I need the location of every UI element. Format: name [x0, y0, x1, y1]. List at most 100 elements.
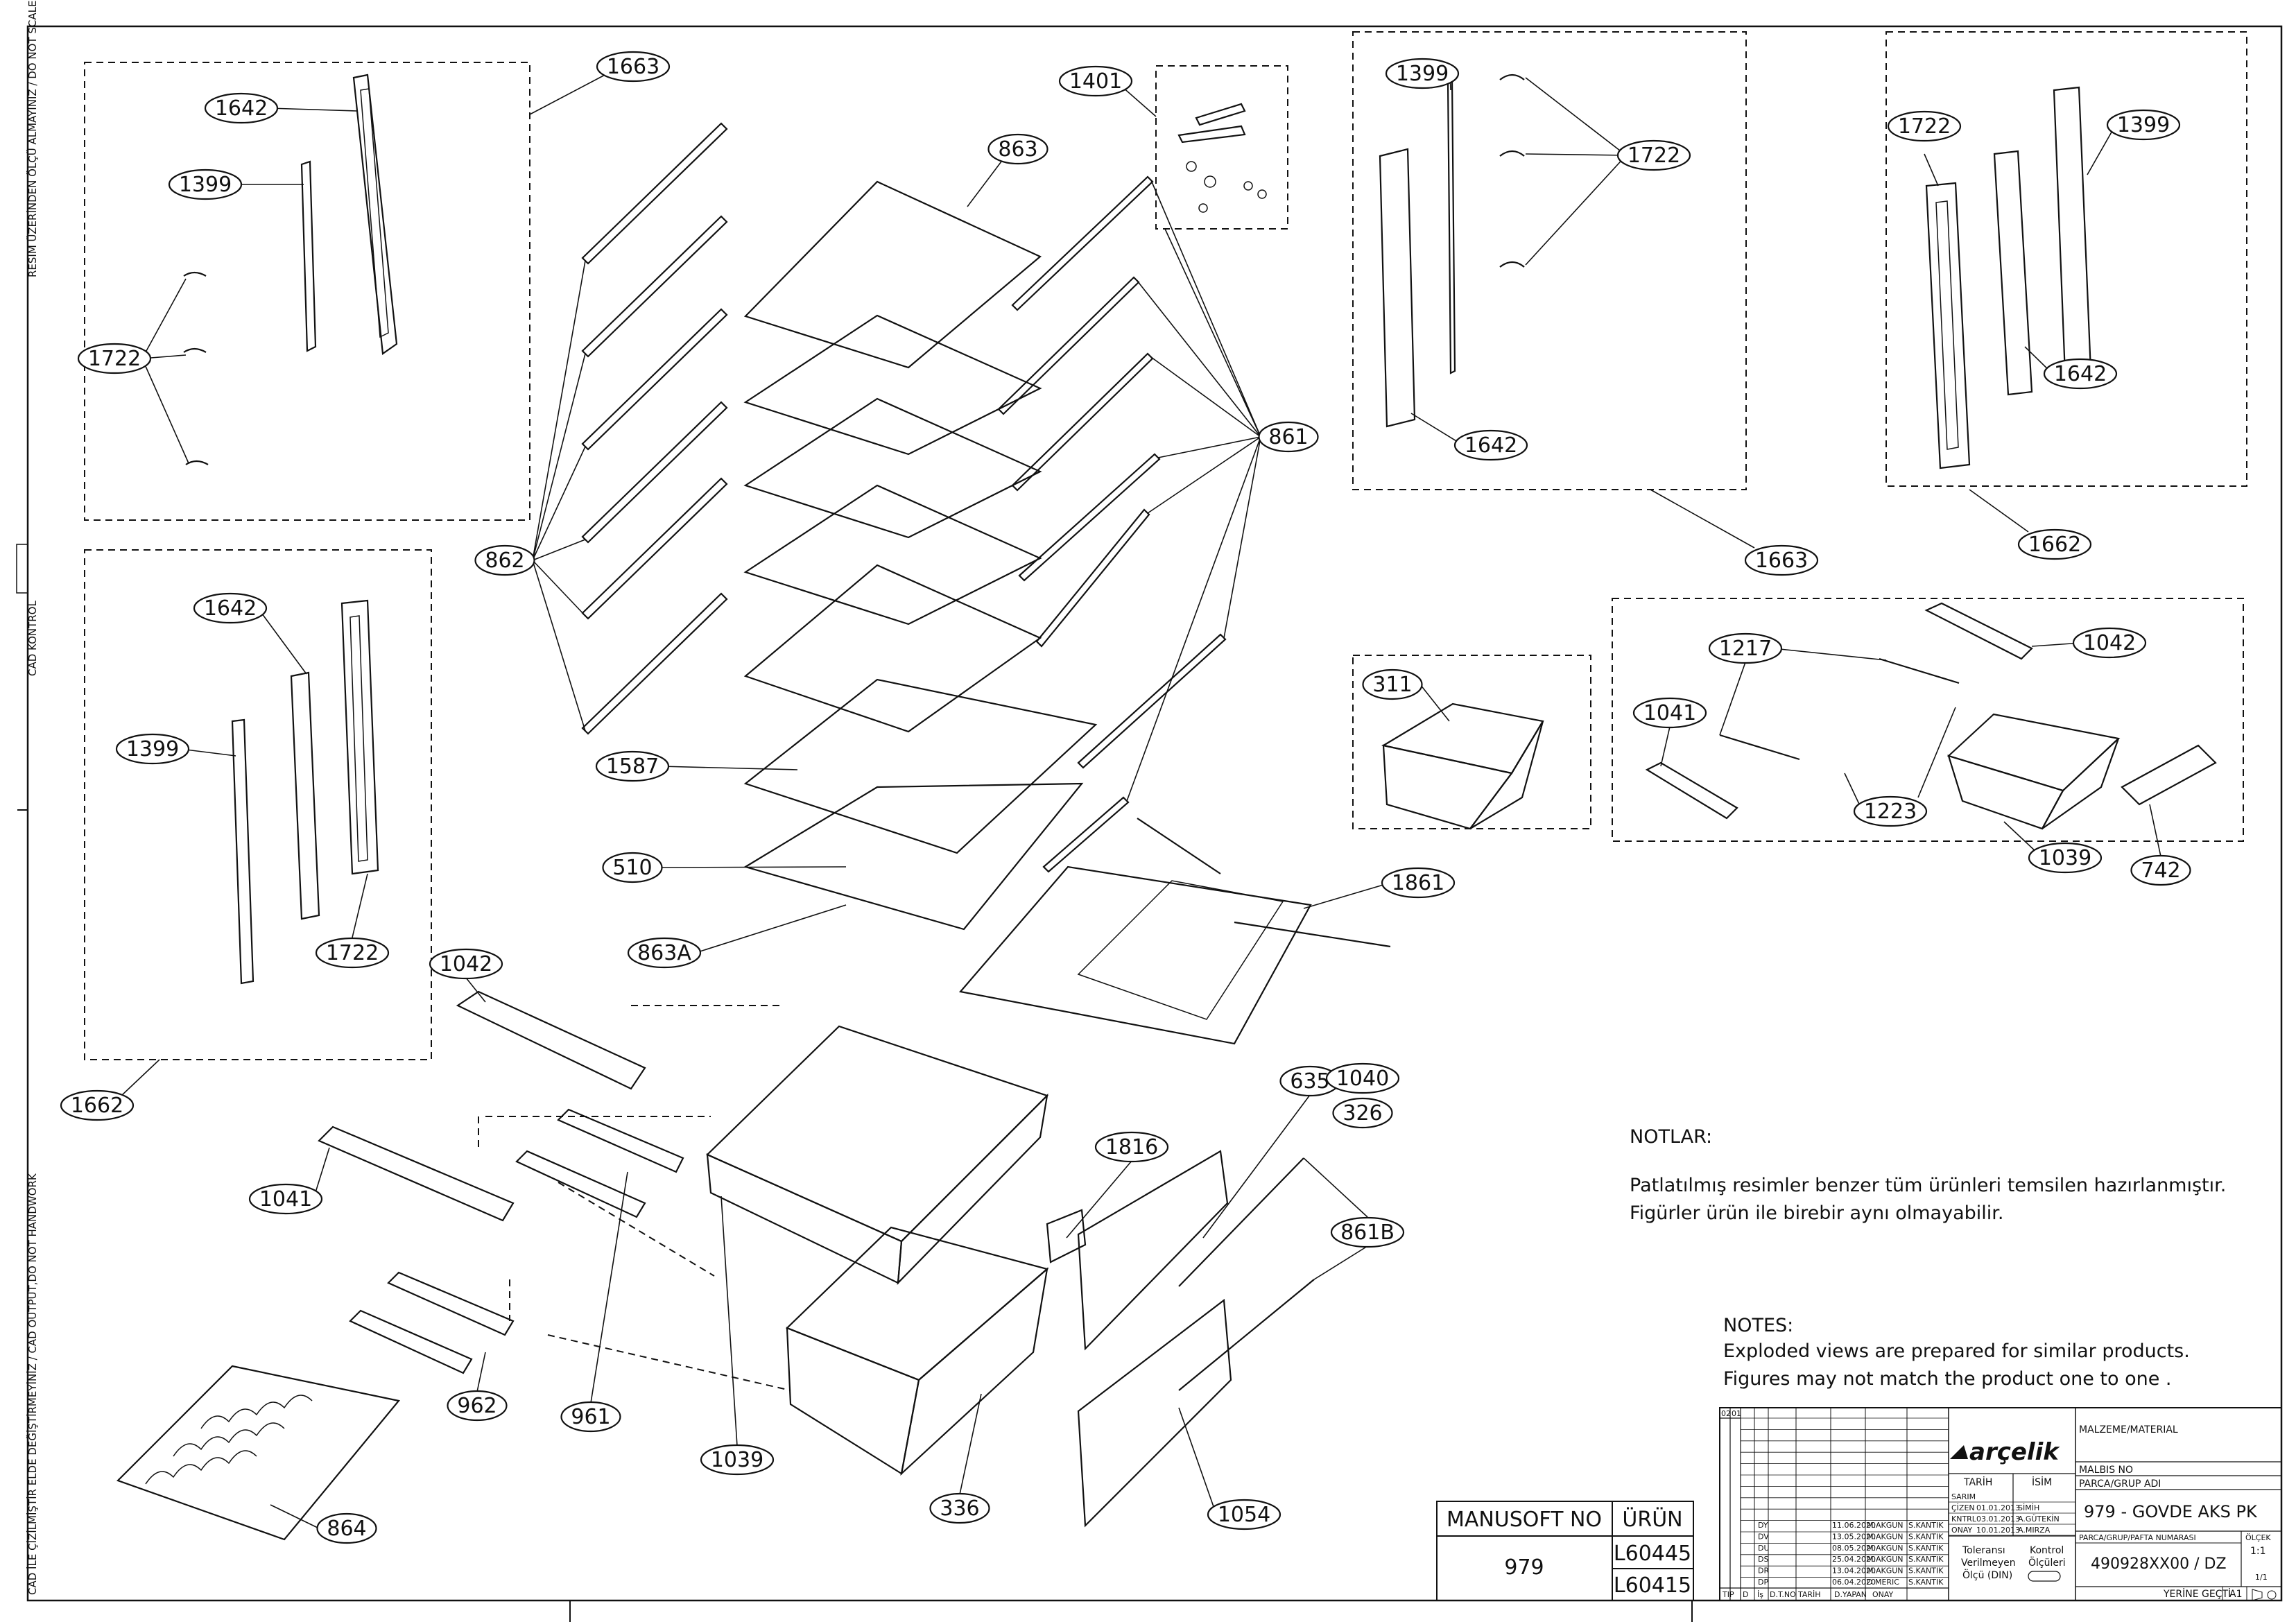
footer-col-label: TARİH	[1797, 1590, 1821, 1599]
callout-bubble	[1381, 867, 1456, 899]
part-number: 490928XX00 / DZ	[2091, 1555, 2227, 1573]
callout-bubble	[1853, 795, 1928, 827]
tolerans-label: Toleransı	[1962, 1545, 2005, 1556]
callout-label: 863A	[637, 941, 691, 965]
manusoft-value: 979	[1504, 1555, 1544, 1580]
callout-bubble	[429, 948, 503, 980]
callout-bubble	[1744, 544, 1819, 576]
part-1042-slide	[1924, 602, 2033, 660]
callout-962: 962	[447, 1390, 508, 1422]
detail-box-1401	[1155, 65, 1288, 230]
rev-date: 11.06.2020	[1832, 1521, 1876, 1530]
rev-author: M.AKGUN	[1867, 1521, 1904, 1530]
callout-bubble	[627, 937, 702, 969]
callout-bubble	[1332, 1097, 1393, 1129]
callout-bubble	[77, 343, 152, 374]
callout-bubble	[929, 1492, 990, 1524]
callout-bubble	[1094, 1131, 1169, 1163]
arcelik-logo-mark	[1950, 1445, 1968, 1459]
callout-bubble	[447, 1390, 508, 1422]
rev-code: DR	[1758, 1567, 1769, 1576]
rev-author: D.MERIC	[1867, 1578, 1899, 1587]
approval-role: ONAY	[1951, 1526, 1973, 1535]
tarih-header: TARİH	[1963, 1476, 1992, 1488]
part-336-crisper-drawer	[786, 1226, 1049, 1476]
part-1399-strip-far-right	[2053, 86, 2092, 376]
rev-checker: S.KANTIK	[1908, 1578, 1944, 1587]
callout-1816: 1816	[1094, 1131, 1169, 1163]
assembly-guides	[478, 1005, 791, 1391]
callout-742: 742	[2130, 854, 2191, 886]
callout-bubble	[168, 169, 243, 200]
callout-336: 336	[929, 1492, 990, 1524]
callout-1223: 1223	[1853, 795, 1928, 827]
callout-1722: 1722	[77, 343, 152, 374]
callout-1041: 1041	[248, 1183, 323, 1215]
callout-label: 961	[571, 1405, 610, 1429]
rev-author: M.AKGUN	[1867, 1555, 1904, 1564]
part-1041-drawer-slide	[318, 1125, 515, 1222]
callout-bubble	[193, 592, 268, 624]
part-742-front	[2121, 744, 2217, 806]
notes-line1-tr: Patlatılmış resimler benzer tüm ürünleri…	[1630, 1175, 2226, 1196]
footer-col-label: D	[1743, 1590, 1748, 1599]
part-1401-hinge-kit	[1177, 103, 1267, 213]
part-1039-crisper-drawer	[706, 1025, 1049, 1285]
callout-510: 510	[602, 852, 663, 883]
arcelik-logo: arçelik	[1969, 1438, 2060, 1466]
footer-col-label: D.T.NO	[1770, 1590, 1796, 1599]
callout-1399: 1399	[115, 733, 190, 765]
callout-label: 1722	[88, 347, 141, 371]
callout-311: 311	[1362, 668, 1423, 700]
part-1041-slide	[1645, 761, 1738, 820]
callout-label: 1642	[215, 96, 268, 121]
callout-label: 1662	[71, 1094, 123, 1118]
approval-role: ÇİZEN	[1951, 1503, 1975, 1512]
parca-grup-adi-label: PARCA/GRUP ADI	[2079, 1478, 2161, 1490]
approval-name: A.MIRZA	[2018, 1526, 2051, 1535]
part-1642-panel-far-right	[1993, 150, 2033, 396]
callout-label: 862	[485, 549, 524, 573]
callout-1663: 1663	[1744, 544, 1819, 576]
callout-1642: 1642	[204, 92, 279, 124]
callout-1861: 1861	[1381, 867, 1456, 899]
callout-1399: 1399	[168, 169, 243, 200]
part-862-rails	[581, 122, 728, 735]
malzeme-label: MALZEME/MATERIAL	[2079, 1424, 2178, 1435]
callout-1041: 1041	[1632, 697, 1707, 729]
callout-1042: 1042	[2072, 627, 2147, 659]
callout-bubble	[1362, 668, 1423, 700]
part-1039-drawer	[1947, 713, 2121, 830]
callout-635: 635	[1279, 1065, 1340, 1097]
rev-code-01: 01	[1732, 1409, 1741, 1418]
manusoft-box: MANUSOFT NO ÜRÜN 979 L60445 L60415	[1436, 1501, 1694, 1601]
rev-code: DY	[1758, 1521, 1768, 1530]
olcek-header: ÖLÇEK	[2245, 1533, 2271, 1542]
malbis-label: MALBIS NO	[2079, 1465, 2133, 1476]
part-1722-frame-left	[340, 599, 379, 875]
part-1861-cover	[958, 818, 1391, 1045]
rev-checker: S.KANTIK	[1908, 1532, 1944, 1541]
approval-date: 03.01.2013	[1976, 1515, 2020, 1524]
part-962-slides	[349, 1271, 515, 1374]
callout-1642: 1642	[1453, 429, 1528, 461]
manusoft-header: MANUSOFT NO	[1447, 1508, 1602, 1532]
part-861B-rails	[1178, 1157, 1315, 1391]
rev-author: M.AKGUN	[1867, 1567, 1904, 1576]
callout-1401: 1401	[1058, 65, 1133, 97]
callout-label: 1399	[1396, 62, 1449, 86]
callout-862: 862	[474, 544, 535, 576]
footer-col-label: TIP	[1722, 1590, 1734, 1599]
detail-box-311	[1352, 655, 1591, 829]
urun-header: ÜRÜN	[1622, 1507, 1682, 1532]
callout-label: 1401	[1069, 69, 1122, 94]
product-code-2: L60415	[1614, 1573, 1691, 1598]
callout-1587: 1587	[595, 750, 670, 782]
footer-col-label: D.YAPAN	[1834, 1590, 1867, 1599]
callout-1054: 1054	[1207, 1499, 1281, 1530]
olcek-value: 1:1	[2250, 1546, 2266, 1557]
footer-col-label: ONAY	[1872, 1590, 1894, 1599]
callout-label: 1041	[1643, 701, 1696, 725]
side-text-cad-control: CAD KONTROL	[26, 601, 39, 676]
